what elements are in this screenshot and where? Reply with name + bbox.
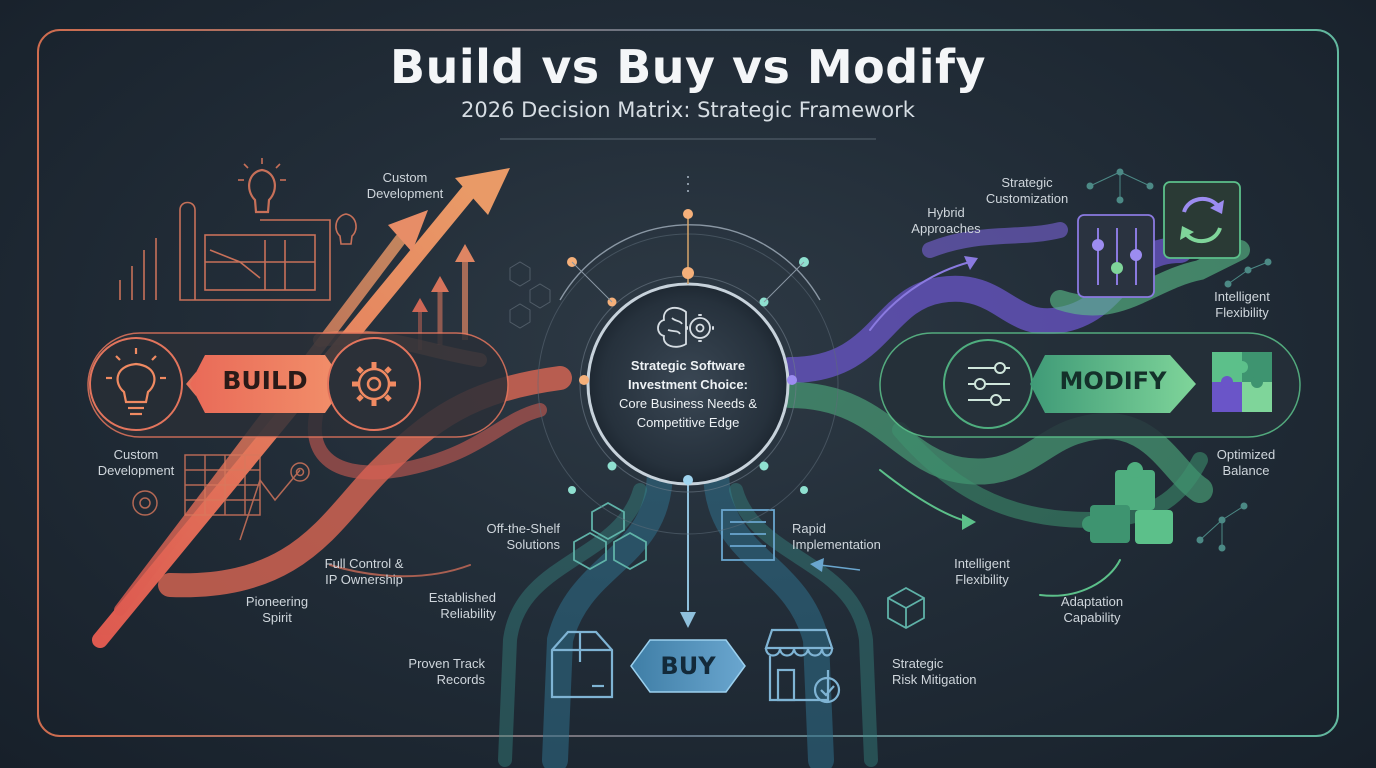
center-line-3: Core Business Needs & (618, 396, 757, 411)
center-line-1: Strategic Software (630, 358, 746, 373)
build-pill (190, 355, 345, 413)
note-line: Custom (113, 447, 159, 462)
note-line: Flexibility (955, 572, 1009, 587)
server-list-icon (721, 509, 775, 561)
note-line: Intelligent (1214, 289, 1270, 304)
note-off-the-shelf: Off-the-Shelf Solutions (440, 521, 560, 553)
puzzle-pieces-icon (1082, 462, 1173, 544)
note-line: Optimized (1216, 447, 1276, 462)
sliders-icon (968, 362, 1010, 406)
note-line: Capability (1063, 610, 1121, 625)
note-line: Approaches (911, 221, 981, 236)
brain-gear-icon (657, 306, 714, 348)
single-cube-icon (887, 586, 925, 630)
note-optimized-balance: Optimized Balance (1196, 447, 1296, 479)
note-line: Strategic (892, 656, 944, 671)
package-box-icon (550, 630, 614, 699)
rapid-arrow (819, 564, 861, 571)
buy-down-arrow (680, 612, 696, 628)
center-hub (537, 176, 839, 535)
build-bulb-badge (89, 337, 183, 431)
note-line: Spirit (262, 610, 292, 625)
note-line: Custom (382, 170, 428, 185)
modify-pill (1030, 355, 1196, 413)
sync-arrows-icon (1163, 181, 1241, 259)
buy-flow (498, 457, 878, 768)
modify-label: MODIFY (1059, 367, 1167, 395)
note-full-control: Full Control & IP Ownership (314, 556, 414, 588)
note-line: Customization (985, 191, 1069, 206)
note-line: Rapid (792, 521, 826, 536)
note-line: IP Ownership (325, 572, 403, 587)
note-line: Off-the-Shelf (486, 521, 560, 536)
note-line: Intelligent (954, 556, 1010, 571)
blueprint-sketch-icon (119, 158, 357, 301)
note-line: Full Control & (324, 556, 404, 571)
note-hybrid-approaches: Hybrid Approaches (896, 205, 996, 237)
note-intelligent-flexibility-bottom: Intelligent Flexibility (932, 556, 1032, 588)
note-line: Development (366, 186, 444, 201)
buy-pill (630, 639, 746, 693)
storefront-icon (764, 628, 841, 704)
gear-icon (352, 362, 396, 406)
lightbulb-icon (106, 348, 166, 416)
center-hub-text: Strategic Software Investment Choice: Co… (588, 356, 788, 432)
build-gear-badge (327, 337, 421, 431)
puzzle-icon (1212, 352, 1272, 412)
note-line: Implementation (792, 537, 881, 552)
center-line-4: Competitive Edge (636, 415, 740, 430)
center-line-2: Investment Choice: (628, 377, 748, 392)
note-rapid-implementation: Rapid Implementation (792, 521, 912, 553)
note-adaptation-capability: Adaptation Capability (1042, 594, 1142, 626)
note-line: Development (97, 463, 175, 478)
note-line: Records (436, 672, 485, 687)
graph-sketch-icon (132, 454, 310, 541)
hexagon-decor (509, 261, 551, 329)
note-proven-track-records: Proven Track Records (365, 656, 485, 688)
page-title: Build vs Buy vs Modify (390, 40, 986, 94)
mixer-panel-icon (1077, 214, 1155, 298)
cubes-icon (573, 501, 647, 571)
note-line: Strategic (1001, 175, 1053, 190)
outer-frame (37, 29, 1339, 737)
note-strategic-risk-mitigation: Strategic Risk Mitigation (892, 656, 1012, 688)
note-established-reliability: Established Reliability (376, 590, 496, 622)
note-line: Proven Track (408, 656, 485, 671)
note-custom-development-left: Custom Development (86, 447, 186, 479)
flex-arrow-head (962, 514, 976, 530)
note-line: Adaptation (1060, 594, 1124, 609)
note-line: Balance (1222, 463, 1270, 478)
page-subtitle: 2026 Decision Matrix: Strategic Framewor… (461, 98, 915, 122)
note-line: Reliability (440, 606, 496, 621)
note-line: Flexibility (1215, 305, 1269, 320)
note-line: Pioneering (245, 594, 309, 609)
hybrid-arrow-head (964, 256, 978, 270)
network-nodes-decor (1086, 168, 1272, 552)
note-pioneering-spirit: Pioneering Spirit (227, 594, 327, 626)
note-custom-development-top: Custom Development (355, 170, 455, 202)
note-strategic-customization: Strategic Customization (972, 175, 1082, 207)
note-line: Hybrid (927, 205, 965, 220)
note-line: Risk Mitigation (892, 672, 977, 687)
note-intelligent-flexibility-top: Intelligent Flexibility (1192, 289, 1292, 321)
note-line: Solutions (506, 537, 560, 552)
note-line: Established (428, 590, 496, 605)
build-label: BUILD (222, 366, 308, 395)
buy-label: BUY (660, 652, 716, 680)
